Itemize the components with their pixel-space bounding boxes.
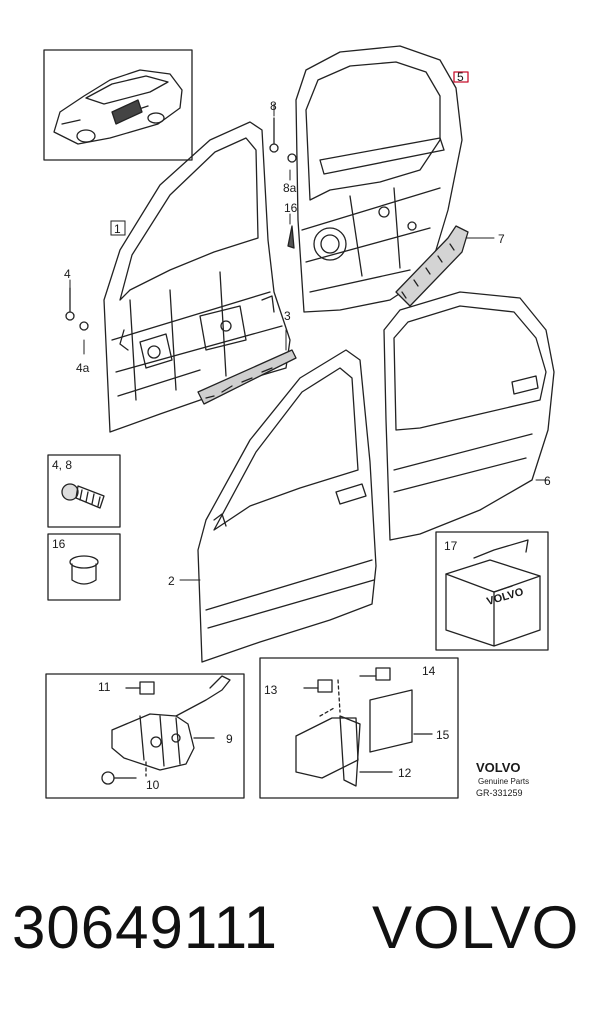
callout-1: 1 [114, 222, 121, 236]
brand-name: VOLVO [372, 894, 580, 961]
callout-7: 7 [498, 232, 505, 246]
detail-box-hinge-9 [45, 673, 245, 799]
rear-door-outer-skin [383, 291, 555, 541]
callout-12: 12 [398, 766, 412, 780]
callout-15: 15 [436, 728, 450, 742]
detail-box-4-8 [47, 454, 121, 528]
detail-box-hinge-12 [259, 657, 459, 799]
box-label-4-8: 4, 8 [52, 458, 72, 472]
bolt-4 [65, 287, 89, 331]
callout-5: 5 [457, 70, 464, 84]
bolt-8 [269, 117, 297, 163]
front-door-inner-frame [103, 121, 291, 433]
brand-block-ref: GR-331259 [476, 788, 523, 798]
rear-door-seal [395, 225, 469, 307]
leader-lines [69, 103, 549, 581]
part-number: 30649111 [12, 894, 279, 961]
volvo-genuine-parts-block: VOLVO Genuine Parts GR-331259 [476, 760, 529, 798]
footer-bar: 30649111 VOLVO [0, 880, 600, 990]
callout-2: 2 [168, 574, 175, 588]
plug-16 [287, 225, 295, 249]
exploded-parts-diagram: 1 2 3 4 4a 5 6 7 8 8a 9 10 11 12 13 14 1… [43, 45, 555, 799]
front-door-seal-strip [197, 349, 297, 405]
callout-4: 4 [64, 267, 71, 281]
box-label-16: 16 [52, 537, 66, 551]
callout-14: 14 [422, 664, 436, 678]
callout-11: 11 [98, 680, 111, 694]
brand-block-genuine: Genuine Parts [478, 777, 529, 786]
callout-6: 6 [544, 474, 551, 488]
callout-9: 9 [226, 732, 233, 746]
box-label-17: 17 [444, 539, 458, 553]
callout-4a: 4a [76, 361, 90, 375]
callout-8: 8 [270, 99, 277, 113]
brand-block-volvo: VOLVO [476, 760, 521, 775]
callout-8a: 8a [283, 181, 297, 195]
front-door-outer-skin [197, 349, 377, 663]
rear-door-inner-frame [295, 45, 469, 313]
callout-10: 10 [146, 778, 160, 792]
detail-box-16 [47, 533, 121, 601]
callout-16: 16 [284, 201, 298, 215]
callout-13: 13 [264, 683, 278, 697]
callout-3: 3 [284, 309, 291, 323]
detail-box-17 [435, 531, 549, 651]
car-overview-inset [43, 49, 193, 161]
